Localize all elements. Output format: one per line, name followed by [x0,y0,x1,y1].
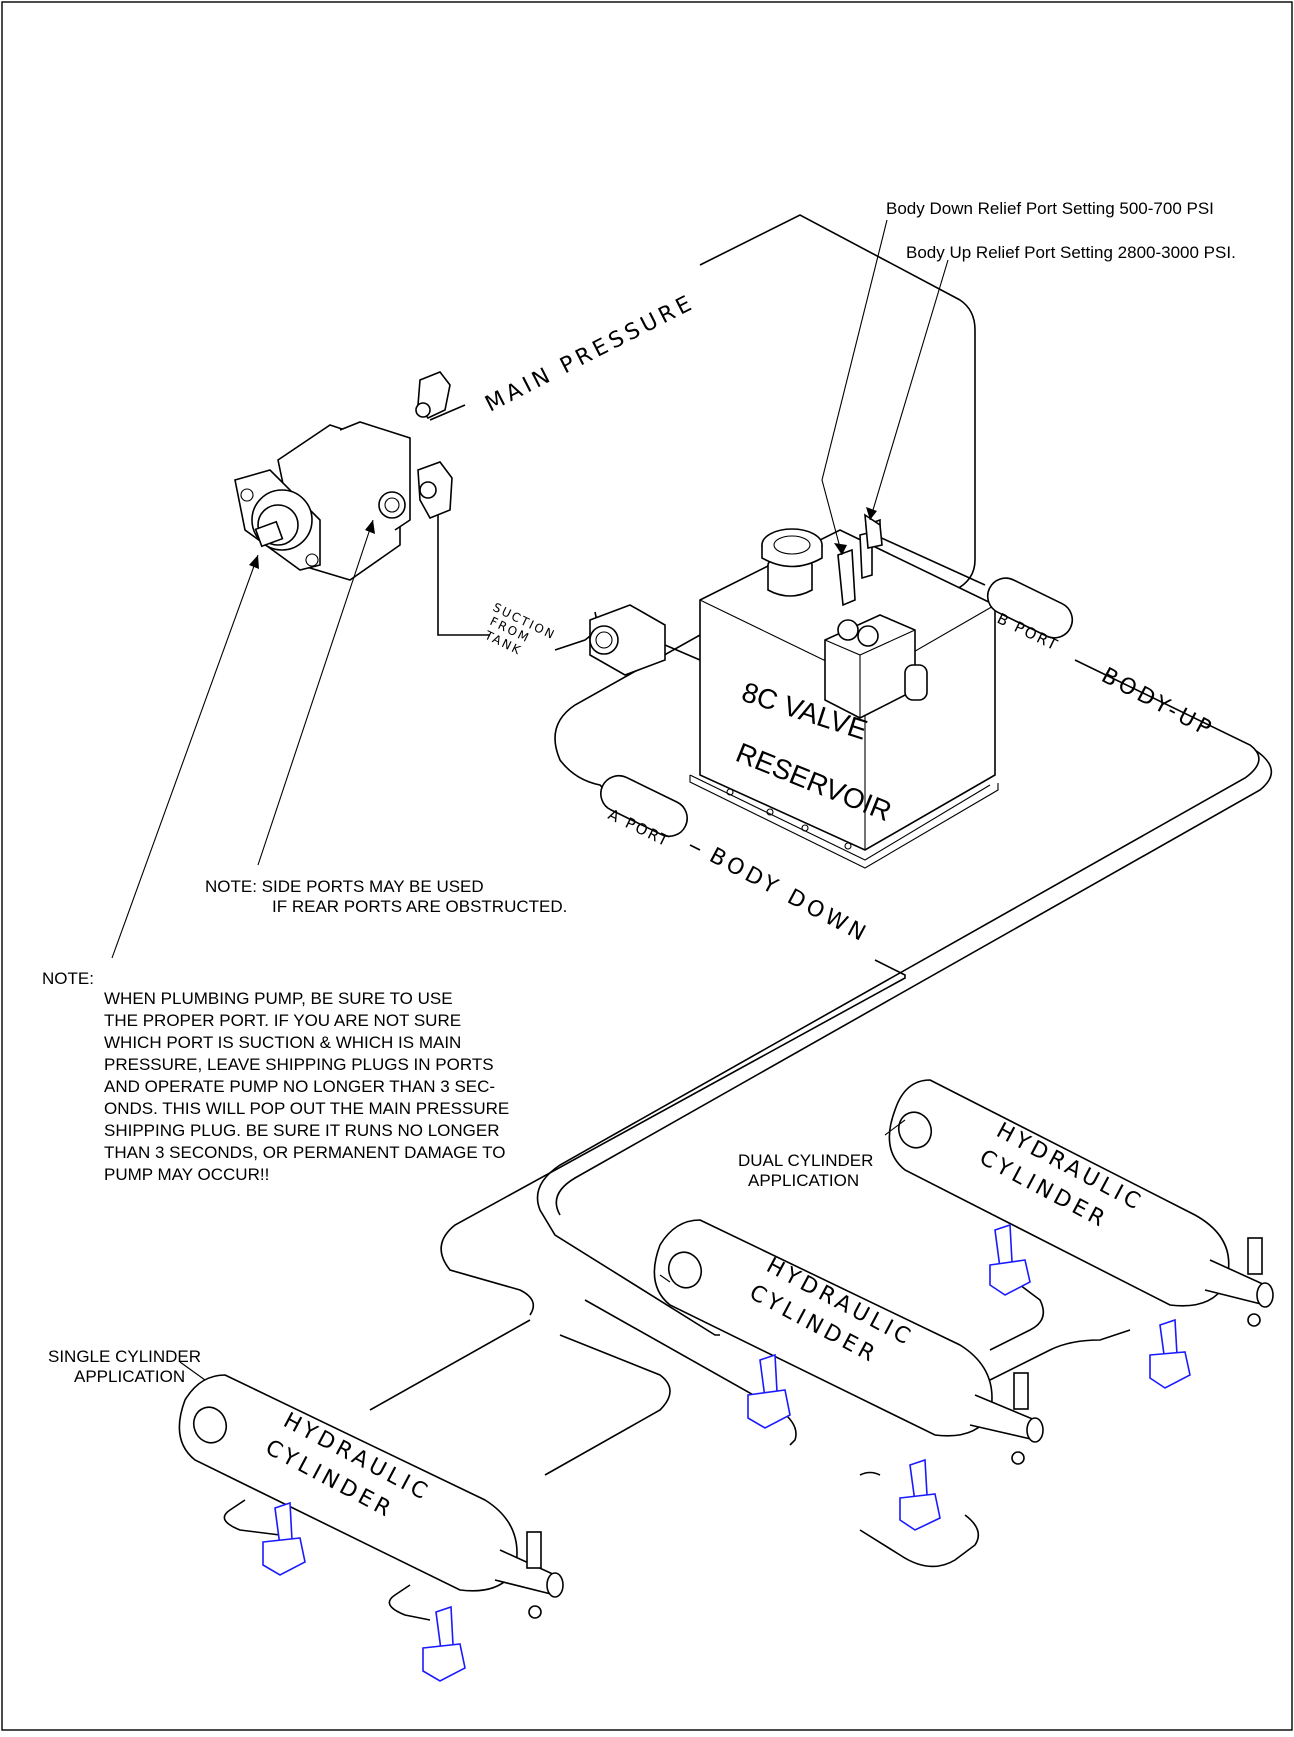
single-application-label-2: APPLICATION [74,1367,185,1386]
dual-application-label-1: DUAL CYLINDER [738,1151,873,1170]
body-down-hose [554,634,701,791]
side-ports-leader [257,519,374,866]
single-application-label-1: SINGLE CYLINDER [48,1347,201,1366]
plumbing-note-line: WHEN PLUMBING PUMP, BE SURE TO USE [104,989,453,1008]
plumbing-note-line: THAN 3 SECONDS, OR PERMANENT DAMAGE TO [104,1143,505,1162]
main-pressure-label: MAIN PRESSURE [481,290,699,417]
plumbing-note-line: SHIPPING PLUG. BE SURE IT RUNS NO LONGER [104,1121,500,1140]
clevis-bolt [1247,1237,1263,1275]
body-up-hose [536,534,1260,1336]
cylinder-fittings [262,1223,1191,1682]
hose-lines [223,214,1273,1621]
leader-lines [111,219,949,1381]
body-up-relief-leader [869,259,949,521]
plumbing-note-line: AND OPERATE PUMP NO LONGER THAN 3 SEC- [104,1077,495,1096]
tank-suction-fitting [589,604,666,676]
hydraulic-cylinder-single [178,1374,564,1619]
manifold-line-4 [859,1471,980,1568]
main-pressure-hose [429,214,976,641]
body-up-relief-callout: Body Up Relief Port Setting 2800-3000 PS… [906,243,1236,262]
gear-pump [234,371,453,581]
plumbing-note-line: ONDS. THIS WILL POP OUT THE MAIN PRESSUR… [104,1099,509,1118]
body-down-relief-callout: Body Down Relief Port Setting 500-700 PS… [886,199,1214,218]
plumbing-note-heading: NOTE: [42,969,94,988]
body-down-relief-valve [837,548,856,607]
hydraulic-cylinder-dual-lower [653,1219,1044,1465]
clevis-nut [1247,1313,1261,1327]
body-down-hose-lower [440,844,906,1316]
plumbing-note-line: PUMP MAY OCCUR!! [104,1165,269,1184]
manifold-line-3 [989,1284,1131,1381]
port-tags [600,577,1074,838]
plumbing-note-body: WHEN PLUMBING PUMP, BE SURE TO USE THE P… [104,989,509,1184]
hydraulic-cylinder-dual-upper [888,1079,1274,1327]
side-ports-note-2: IF REAR PORTS ARE OBSTRUCTED. [272,897,567,916]
single-return [223,1499,431,1621]
plumbing-note-line: WHICH PORT IS SUCTION & WHICH IS MAIN [104,1033,461,1052]
plumbing-note-line: THE PROPER PORT. IF YOU ARE NOT SURE [104,1011,461,1030]
manifold-line-1 [369,1319,671,1476]
a-port-tag [600,774,688,838]
body-up-hose-return [555,749,1273,1216]
plumbing-note-leader [111,554,259,959]
plumbing-note-line: PRESSURE, LEAVE SHIPPING PLUGS IN PORTS [104,1055,494,1074]
dual-application-label-2: APPLICATION [748,1171,859,1190]
body-down-relief-leader [821,219,888,556]
suction-hose-2 [664,644,701,661]
b-port-tag [986,577,1074,639]
body-up-label: BODY-UP [1097,663,1218,743]
valve-reservoir [589,513,999,869]
side-ports-note-1: NOTE: SIDE PORTS MAY BE USED [205,877,484,896]
